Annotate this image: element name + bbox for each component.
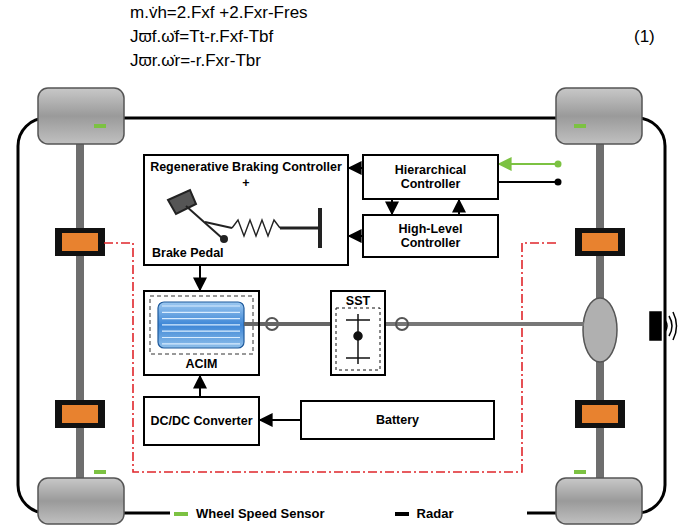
brake-calipers xyxy=(55,228,625,428)
transmission-box: SST xyxy=(330,290,386,376)
node-label: ACIM xyxy=(183,357,221,371)
node-label: SST xyxy=(343,294,373,308)
signal-arrow xyxy=(199,266,201,290)
legend-item: Wheel Speed Sensor xyxy=(174,506,325,521)
signal-arrow xyxy=(199,376,201,396)
node-label: Brake Pedal xyxy=(149,246,227,260)
signal-arrow xyxy=(391,200,393,214)
signal-arrow xyxy=(349,167,362,169)
equation: Jϖr.ω̇r=-r.Fxr-Tbr xyxy=(130,51,261,71)
node-label: High-Level Controller xyxy=(364,222,497,251)
controller-inputs xyxy=(497,161,562,186)
node-label: Battery xyxy=(373,413,422,427)
vehicle-body xyxy=(18,118,665,513)
legend: Wheel Speed Sensor Radar xyxy=(170,506,527,521)
wheels xyxy=(38,88,642,524)
legend-label: Radar xyxy=(417,506,454,521)
legend-swatch xyxy=(395,512,409,516)
node-label: Regenerative Braking Controller xyxy=(147,160,345,174)
wheel-speed-sensors xyxy=(94,124,586,474)
shaft-link xyxy=(260,322,330,326)
electric-region xyxy=(104,243,556,472)
motor-box: ACIM xyxy=(143,290,260,376)
sst-gear xyxy=(336,308,380,370)
signal-arrow xyxy=(349,235,362,237)
front-axle xyxy=(76,140,84,485)
signal-arrow xyxy=(458,200,460,214)
differential xyxy=(583,298,617,362)
battery-box: Battery xyxy=(300,400,495,440)
equation-number: (1) xyxy=(634,27,655,47)
legend-label: Wheel Speed Sensor xyxy=(196,506,325,521)
brake-pedal-illustration xyxy=(168,190,320,248)
controller-box: High-Level Controller xyxy=(362,214,499,258)
controller-box: Hierarchical Controller xyxy=(362,154,499,200)
converter-box: DC/DC Converter xyxy=(143,396,260,446)
node-label: + xyxy=(239,176,252,190)
signal-arrow xyxy=(260,419,300,421)
legend-item: Radar xyxy=(395,506,454,521)
legend-swatch xyxy=(174,512,188,516)
node-label: Hierarchical Controller xyxy=(364,163,497,192)
node-label: DC/DC Converter xyxy=(147,414,255,428)
motor-illustration xyxy=(150,296,278,354)
radar xyxy=(650,312,677,340)
controller-box: Regenerative Braking Controller + Brake Pe… xyxy=(143,154,349,266)
equation: Jϖf.ω̇f=Tt-r.Fxf-Tbf xyxy=(130,27,273,47)
equation: m.v̇h=2.Fxf +2.Fxr-Fres xyxy=(130,3,308,23)
drive-shaft xyxy=(386,318,584,330)
